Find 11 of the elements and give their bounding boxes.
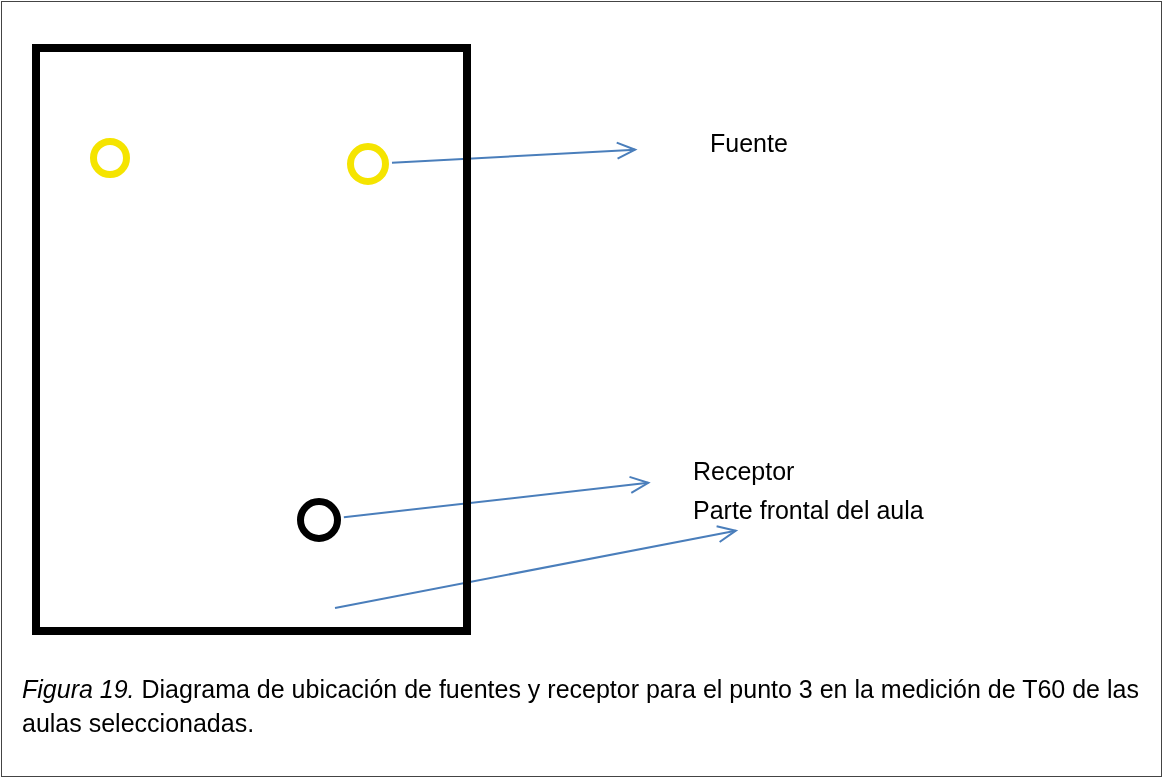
arrow: [342, 475, 650, 519]
callout-label: Receptor: [693, 456, 813, 486]
figure-caption: Figura 19. Diagrama de ubicación de fuentes y receptor para el punto 3 en la medición de T60 de las aulas seleccionadas.: [22, 674, 1140, 739]
source-marker: [90, 138, 130, 178]
receiver-marker: [297, 498, 341, 542]
arrow: [390, 141, 637, 164]
callout-label: Parte frontal del aula: [693, 495, 993, 525]
callout-label: Fuente: [710, 128, 810, 158]
arrow: [334, 525, 737, 609]
classroom-outline: [32, 44, 471, 635]
source-marker: [347, 143, 389, 185]
